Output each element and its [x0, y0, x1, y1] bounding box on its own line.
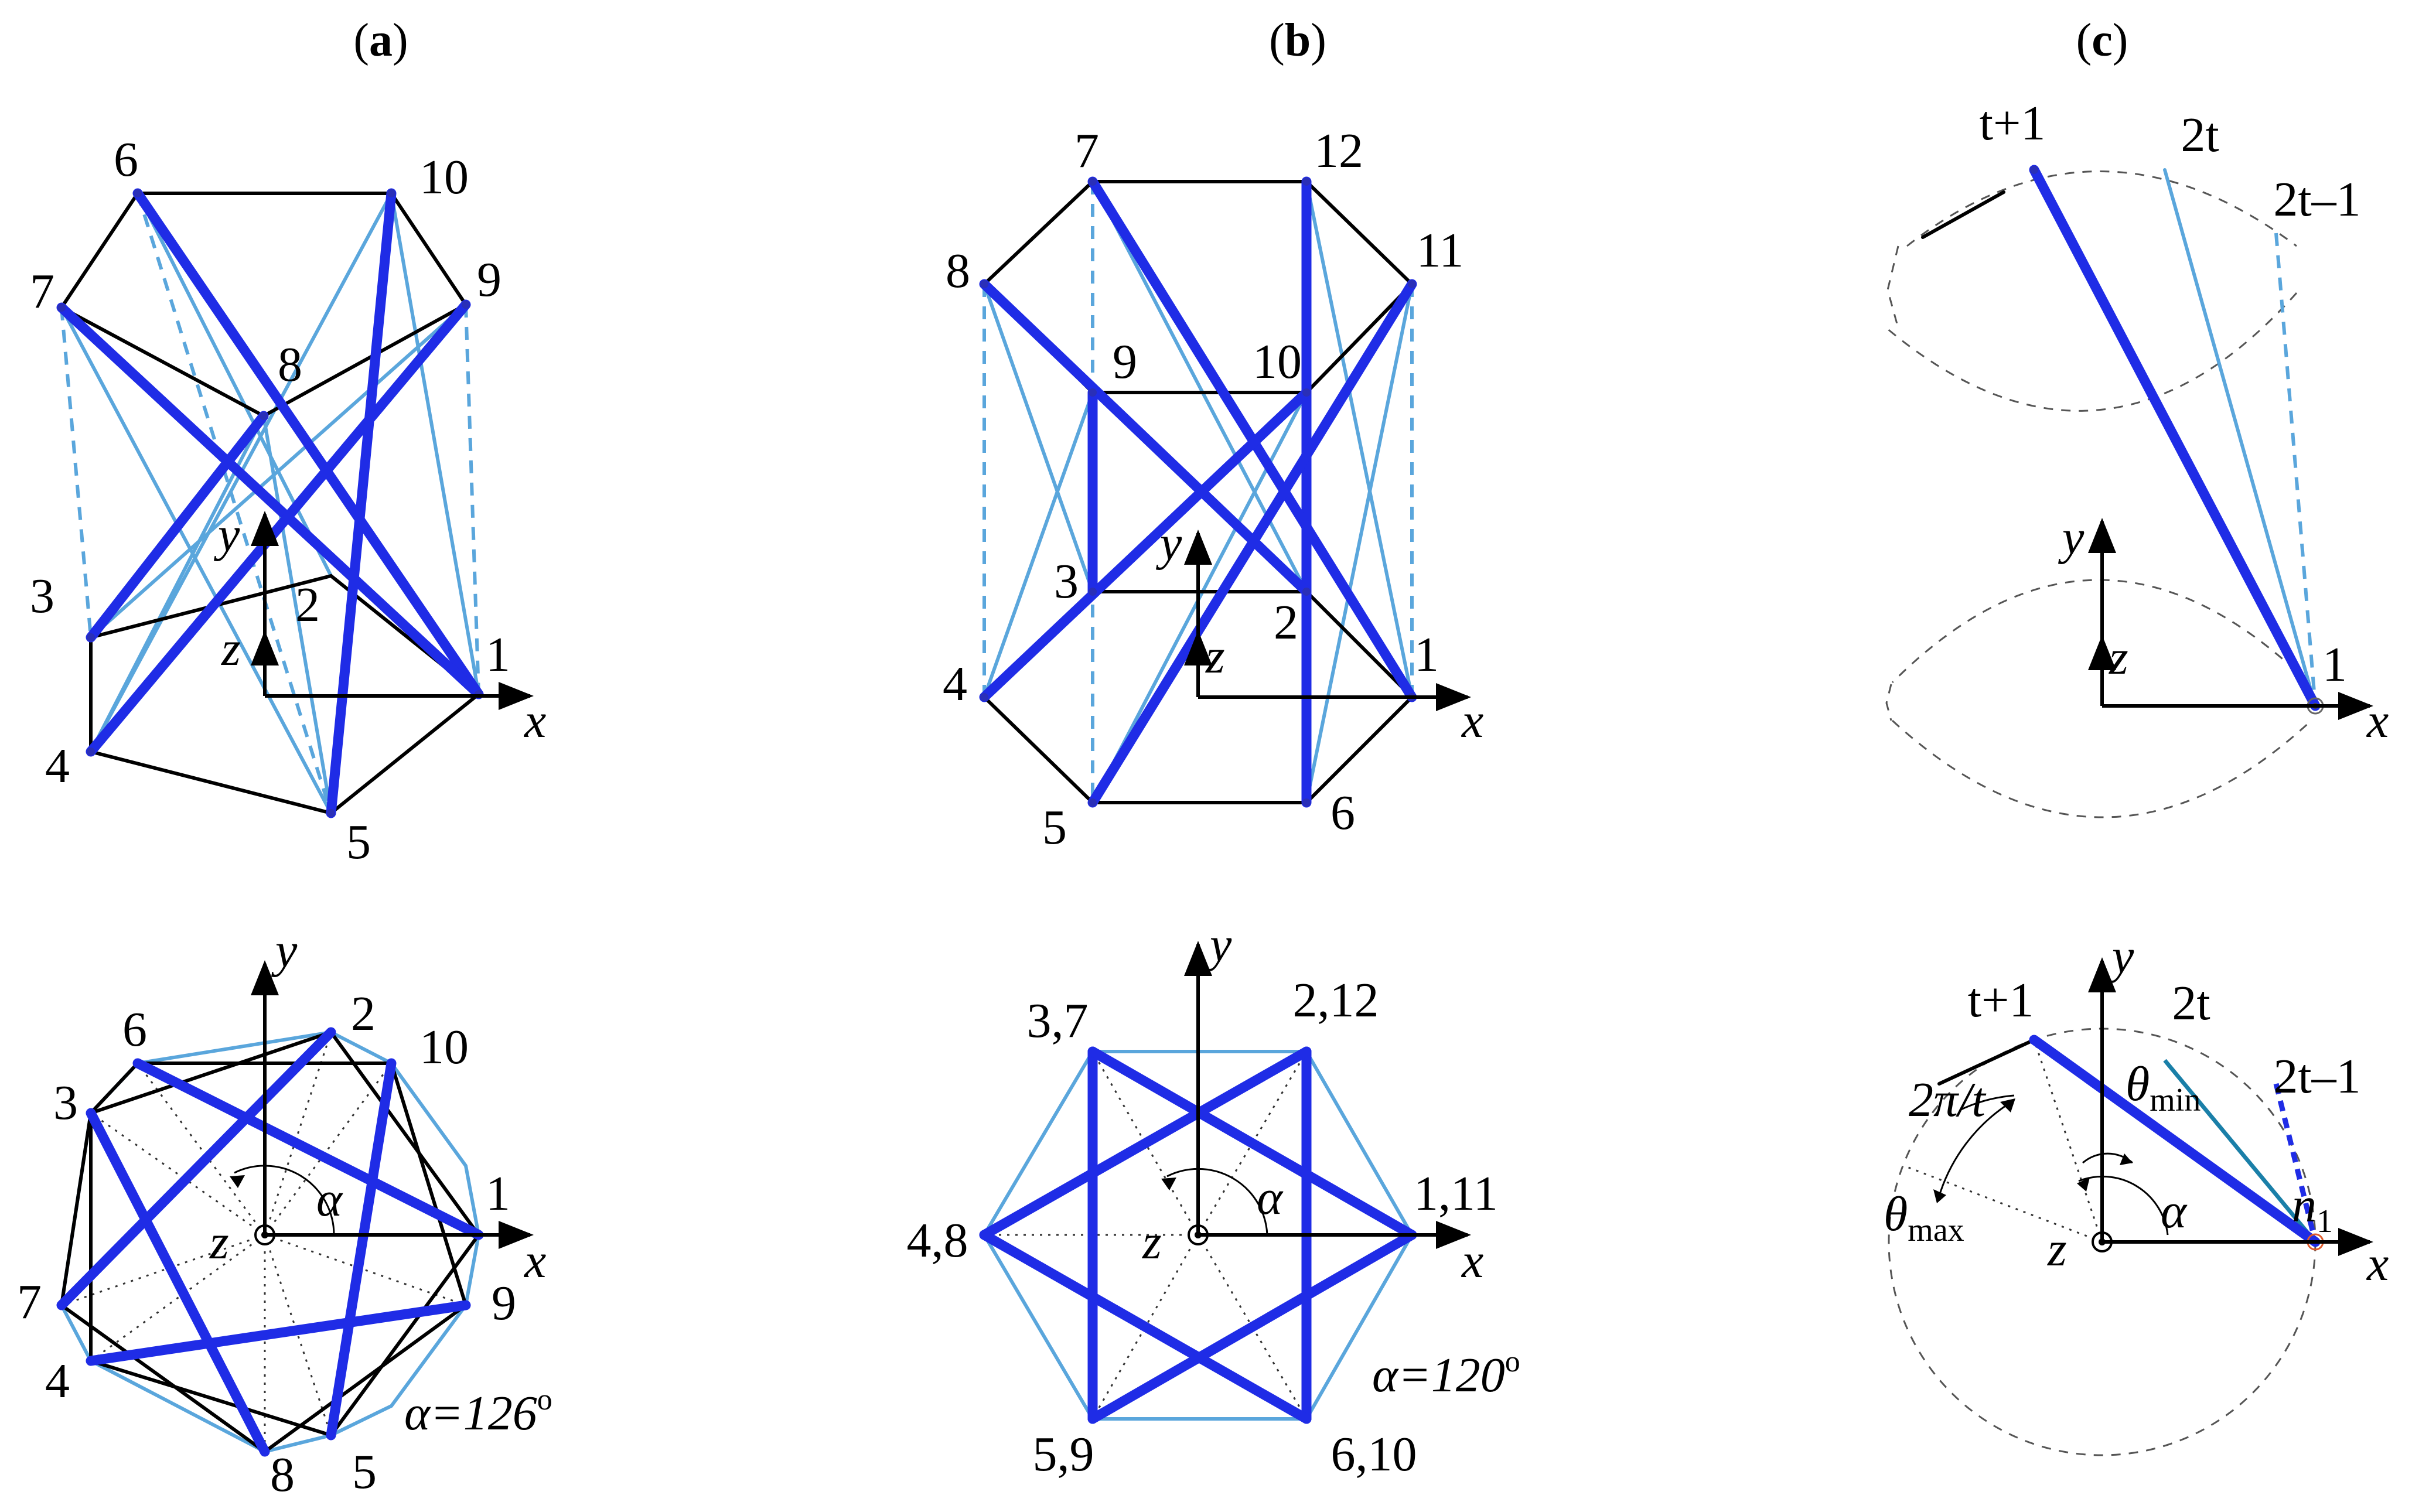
b-bottom-z-label: z: [1142, 1215, 1162, 1269]
c-top-y-label: y: [2058, 510, 2085, 565]
a-bottom-node-10: 10: [419, 1020, 469, 1074]
a-top-node-6: 6: [114, 132, 138, 187]
b-angle-value: α=120o: [1372, 1345, 1520, 1402]
b-bottom-node-6-10: 6,10: [1331, 1427, 1417, 1482]
a-top-z-label: z: [221, 622, 241, 676]
a-bottom-node-8: 8: [270, 1448, 295, 1502]
panel-a-bottom-truss: [56, 960, 534, 1457]
a-bottom-z-label: z: [209, 1215, 229, 1269]
c-bottom-node-2t-minus-1: 2t–1: [2273, 1049, 2360, 1104]
c-bottom-z-label: z: [2047, 1222, 2067, 1277]
c-bottom-node-n1: n1: [2292, 1178, 2333, 1240]
c-top-z-label: z: [2109, 630, 2128, 685]
b-top-node-12: 12: [1314, 124, 1363, 178]
b-top-node-6: 6: [1330, 786, 1355, 840]
panel-label-a: (a): [353, 15, 408, 66]
b-bottom-node-5-9: 5,9: [1033, 1427, 1094, 1482]
c-bottom-alpha-label: α: [2161, 1184, 2188, 1238]
a-bottom-y-label: y: [271, 923, 298, 978]
b-bottom-node-1-11: 1,11: [1414, 1166, 1498, 1221]
panel-b-bottom-truss: [979, 941, 1471, 1424]
b-top-node-10: 10: [1253, 335, 1302, 389]
panel-c-top-truss: [1885, 165, 2373, 818]
b-top-node-1: 1: [1414, 627, 1439, 682]
a-top-node-4: 4: [45, 739, 70, 793]
a-top-node-3: 3: [30, 569, 54, 623]
c-top-x-label: x: [2366, 694, 2389, 748]
a-bottom-alpha-label: α: [316, 1172, 343, 1227]
a-bottom-node-1: 1: [486, 1166, 510, 1221]
panel-a-top-truss: [56, 188, 534, 818]
b-top-node-11: 11: [1417, 223, 1464, 278]
b-top-node-2: 2: [1274, 595, 1298, 650]
a-bottom-node-7: 7: [17, 1275, 42, 1329]
a-top-node-7: 7: [30, 264, 54, 319]
b-top-node-8: 8: [946, 244, 970, 298]
panel-label-c: (c): [2076, 15, 2128, 66]
c-bottom-node-t-plus-1: t+1: [1968, 973, 2034, 1028]
b-bottom-node-4-8: 4,8: [907, 1213, 968, 1268]
a-top-node-1: 1: [486, 627, 510, 682]
a-bottom-x-label: x: [523, 1234, 546, 1288]
b-top-node-9: 9: [1113, 335, 1137, 389]
b-bottom-alpha-label: α: [1257, 1170, 1284, 1225]
a-top-node-2: 2: [295, 578, 320, 632]
panel-b-top-truss: [979, 176, 1471, 808]
b-bottom-y-label: y: [1205, 917, 1232, 972]
c-top-node-1: 1: [2322, 637, 2347, 692]
c-bottom-x-label: x: [2366, 1237, 2389, 1291]
b-bottom-x-label: x: [1461, 1234, 1483, 1288]
a-bottom-node-2: 2: [351, 987, 376, 1041]
panel-c-bottom-truss: [1888, 957, 2373, 1456]
c-bottom-two-pi-over-t: 2π/t: [1909, 1073, 1987, 1127]
a-top-node-8: 8: [278, 337, 302, 392]
c-bottom-node-2t: 2t: [2172, 976, 2210, 1030]
a-top-node-5: 5: [346, 815, 371, 869]
a-top-y-label: y: [213, 507, 240, 562]
b-top-y-label: y: [1155, 516, 1182, 571]
a-bottom-node-3: 3: [53, 1076, 78, 1130]
b-top-node-3: 3: [1054, 554, 1079, 609]
c-top-node-t-plus-1: t+1: [1980, 96, 2046, 151]
c-bottom-theta-max: θmax: [1884, 1187, 1964, 1248]
c-bottom-y-label: y: [2107, 929, 2134, 984]
b-bottom-node-3-7: 3,7: [1027, 994, 1089, 1048]
b-top-z-label: z: [1205, 629, 1225, 684]
a-bottom-node-6: 6: [122, 1002, 147, 1057]
c-top-node-2t-minus-1: 2t–1: [2273, 172, 2360, 227]
panel-label-b: (b): [1269, 15, 1326, 66]
c-top-node-2t: 2t: [2181, 108, 2219, 162]
a-bottom-node-9: 9: [492, 1276, 516, 1330]
b-top-node-7: 7: [1074, 124, 1099, 178]
a-top-node-10: 10: [419, 150, 469, 204]
a-bottom-node-5: 5: [352, 1445, 377, 1499]
a-top-node-9: 9: [477, 252, 501, 307]
a-bottom-node-4: 4: [45, 1354, 70, 1408]
b-top-node-5: 5: [1042, 800, 1067, 855]
c-bottom-theta-min: θmin: [2126, 1057, 2201, 1118]
b-top-node-4: 4: [943, 657, 967, 711]
a-angle-value: α=126o: [404, 1383, 552, 1441]
b-bottom-node-2-12: 2,12: [1293, 973, 1379, 1028]
b-top-x-label: x: [1461, 694, 1483, 748]
a-top-x-label: x: [523, 694, 546, 748]
